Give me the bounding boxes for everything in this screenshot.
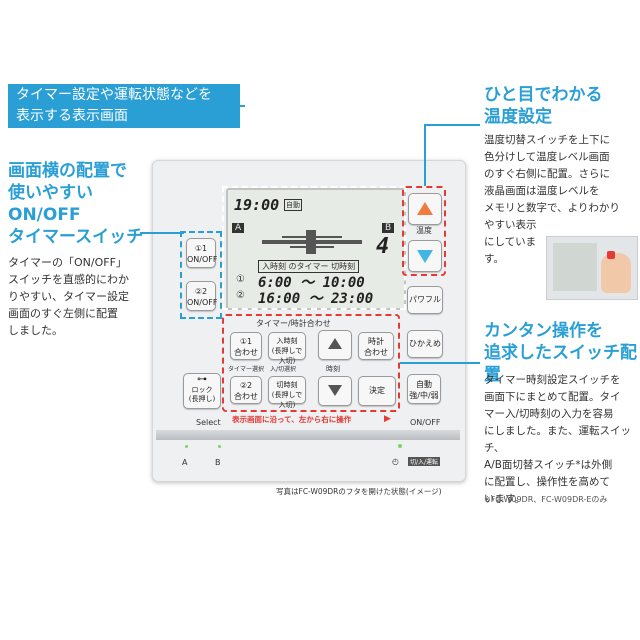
lcd-timer1: 6:00 ～ 10:00 <box>258 275 365 291</box>
lcd-side-b: B <box>382 223 395 233</box>
led-b <box>218 445 221 448</box>
select-label: Select <box>196 418 221 427</box>
key-icon: ⊶ <box>197 374 207 385</box>
temp-body: 温度切替スイッチを上下に 色分けして温度レベル画面 のすぐ右側に配置。さらに 液… <box>484 134 620 265</box>
switch-heading: カンタン操作を 追求したスイッチ配置 <box>484 321 637 385</box>
hand-icon <box>601 253 631 293</box>
temp-label: 温度 <box>416 226 432 235</box>
timer-select-label: タイマー選択 <box>228 366 265 373</box>
footnote: ※FC-W09DR、FC-W09DR-Eのみ <box>484 495 608 504</box>
bottom-bar <box>156 430 460 440</box>
switch-leader-line <box>400 362 480 364</box>
on-time-button[interactable]: 入時刻 (長押しで入切) <box>268 332 306 365</box>
lcd-side-a: A <box>232 223 245 233</box>
lock-button[interactable]: ⊶ ロック (長押し) <box>183 373 221 409</box>
led-a-label: A <box>182 458 188 467</box>
lock-label: ロック (長押し) <box>188 386 216 403</box>
temp-up-button[interactable] <box>408 193 442 225</box>
lcd-timer2-label: ② <box>236 290 245 301</box>
led-run <box>398 444 402 448</box>
lcd-timer2: 16:00 ～ 23:00 <box>258 291 374 307</box>
display-callout-box: タイマー設定や運転状態などを 表示する表示画面 <box>8 84 240 128</box>
arrow-right-icon: ▶ <box>384 414 391 424</box>
set2-button[interactable]: ②2 合わせ <box>230 376 262 404</box>
off-time-button[interactable]: 切時刻 (長押しで入切) <box>268 376 306 409</box>
lcd-auto: 自動 <box>284 199 302 211</box>
on-off-select-label: 入/切選択 <box>270 366 297 373</box>
powerful-button[interactable]: パワフル <box>407 286 443 314</box>
screen-highlight <box>222 186 406 310</box>
led-b-label: B <box>215 458 221 467</box>
temp-down-button[interactable] <box>408 240 442 272</box>
switch-label: 切/入/運転 <box>408 457 441 466</box>
temp-heading: ひと目でわかる 温度設定 <box>484 85 603 127</box>
triangle-up-icon <box>328 338 342 349</box>
timer-icon: ◴ <box>392 457 399 466</box>
time-label: 時刻 <box>326 365 340 373</box>
temp-leader-line-2 <box>424 124 480 126</box>
lcd-level: 4 <box>376 234 390 259</box>
lcd-timer-header: 入時刻 のタイマー 切時刻 <box>258 260 360 273</box>
triangle-up-icon <box>417 202 433 215</box>
triangle-down-icon <box>328 385 342 396</box>
triangle-down-icon <box>417 250 433 263</box>
led-a <box>185 445 188 448</box>
onoff-body: タイマーの「ON/OFF」 スイッチを直感的にわか りやすい、タイマー設定 画面… <box>8 256 129 337</box>
onoff-highlight <box>180 231 222 319</box>
time-down-button[interactable] <box>318 376 352 406</box>
timer2-onoff-button[interactable]: ②2 ON/OFF <box>186 281 217 311</box>
clock-set-button[interactable]: 時計 合わせ <box>358 332 394 360</box>
set1-button[interactable]: ①1 合わせ <box>230 332 262 360</box>
timer-clock-title: タイマー/時計合わせ <box>256 319 331 328</box>
lcd-clock: 19:00 <box>234 196 280 214</box>
inset-photo <box>546 236 638 300</box>
photo-caption: 写真はFC-W09DRのフタを開けた状態(イメージ) <box>276 487 442 496</box>
onoff-heading: 画面横の配置で 使いやすい ON/OFF タイマースイッチ <box>8 161 144 247</box>
temp-leader-line <box>424 124 426 186</box>
temp-highlight <box>402 186 446 276</box>
temperature-level-meter <box>262 230 362 254</box>
onoff-label: ON/OFF <box>410 418 441 427</box>
time-up-button[interactable] <box>318 330 352 360</box>
kanaeme-button[interactable]: ひかえめ <box>407 330 443 358</box>
auto-button[interactable]: 自動 強/中/弱 <box>407 374 441 404</box>
timer1-onoff-button[interactable]: ①1 ON/OFF <box>186 238 217 268</box>
lcd-screen: 19:00 自動 A B 4 入時刻 のタイマー 切時刻 ① 6:00 ～ 10… <box>226 188 406 310</box>
operate-hint: 表示画面に沿って、左から右に操作 <box>232 415 352 424</box>
lcd-timer1-label: ① <box>236 274 245 285</box>
timer-clock-highlight <box>222 314 400 412</box>
confirm-button[interactable]: 決定 <box>358 376 396 406</box>
onoff-leader-line <box>140 232 184 234</box>
display-leader-line <box>240 105 245 107</box>
switch-body: タイマー時刻設定スイッチを 画面下にまとめて配置。タイ マー入/切時刻の入力を容… <box>484 374 631 505</box>
